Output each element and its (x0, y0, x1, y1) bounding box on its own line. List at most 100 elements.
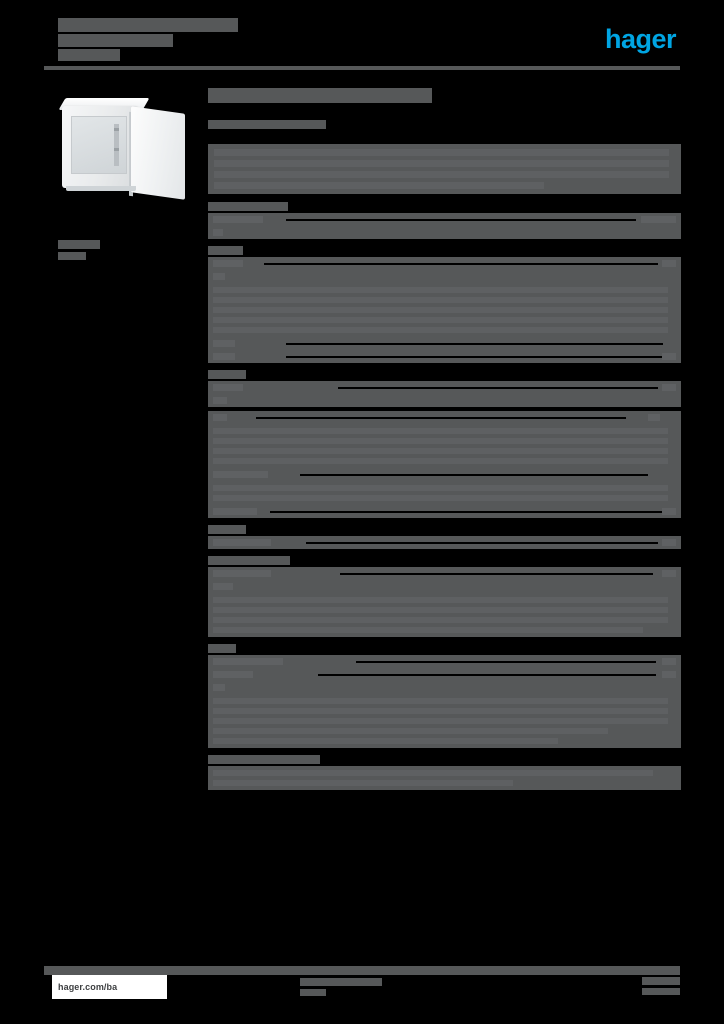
text-line (213, 327, 668, 333)
spec-text-block (208, 481, 681, 505)
text-line (213, 287, 668, 293)
section-header-redaction (208, 755, 320, 764)
header-divider (44, 66, 680, 70)
spec-section-header (208, 246, 681, 255)
row-label (213, 260, 243, 267)
row-leader (256, 417, 626, 419)
row-value (648, 414, 660, 421)
hager-logo: hager (605, 26, 677, 53)
text-line (213, 708, 668, 714)
row-leader (338, 387, 658, 389)
caption-line-1 (58, 240, 100, 249)
footer-url-link[interactable]: hager.com/ba (58, 982, 118, 992)
row-leader (318, 674, 656, 676)
row-leader (286, 343, 663, 345)
specification-table (208, 202, 681, 790)
row-leader (286, 219, 636, 221)
text-line (213, 428, 668, 434)
table-row (208, 468, 681, 481)
spec-section (208, 755, 681, 790)
row-value (641, 216, 676, 223)
table-row (208, 668, 681, 681)
footer-center-line-2 (300, 989, 326, 996)
text-line (213, 627, 643, 633)
product-description (208, 144, 681, 194)
product-subtitle (208, 120, 681, 134)
doc-title-line-3 (58, 49, 120, 61)
row-label (213, 340, 235, 347)
row-value (662, 508, 676, 515)
table-row (208, 505, 681, 518)
table-row (208, 567, 681, 580)
footer-right-text (642, 977, 680, 998)
text-line (213, 607, 668, 613)
product-reference-caption (58, 240, 100, 263)
description-line (214, 149, 669, 156)
spec-row-band (208, 411, 681, 518)
spec-section-header (208, 370, 681, 379)
spec-section (208, 202, 681, 239)
row-label (213, 353, 235, 360)
text-line (213, 770, 653, 776)
row-label (213, 229, 223, 236)
footer-url-box[interactable]: hager.com/ba (52, 975, 167, 999)
row-leader (300, 474, 648, 476)
main-content-column (208, 88, 681, 797)
row-spacer (208, 407, 681, 411)
description-line (214, 182, 544, 189)
spec-section (208, 370, 681, 518)
text-line (213, 485, 668, 491)
row-label (213, 216, 263, 223)
spec-row-band (208, 567, 681, 637)
description-line (214, 160, 669, 167)
row-leader (340, 573, 653, 575)
footer-center-text (300, 978, 382, 999)
text-line (213, 728, 608, 734)
spec-section-header (208, 755, 681, 764)
row-label (213, 583, 233, 590)
section-header-redaction (208, 525, 246, 534)
table-row (208, 536, 681, 549)
product-photo (58, 88, 204, 206)
spec-text-block (208, 424, 681, 468)
row-leader (286, 356, 663, 358)
page-footer: hager.com/ba (0, 966, 724, 1024)
table-row (208, 394, 681, 407)
row-label (213, 684, 225, 691)
table-row (208, 381, 681, 394)
row-value (662, 353, 676, 360)
row-value (662, 384, 676, 391)
text-line (213, 458, 668, 464)
spec-row-band (208, 213, 681, 239)
table-row (208, 655, 681, 668)
product-title-redaction (208, 88, 432, 103)
spec-row-band (208, 381, 681, 407)
spec-text-block (208, 283, 681, 337)
row-label (213, 384, 243, 391)
row-label (213, 471, 268, 478)
text-line (213, 597, 668, 603)
page-header: hager (0, 0, 724, 80)
description-line (214, 171, 669, 178)
spec-text-block (208, 766, 681, 790)
footer-center-line-1 (300, 978, 382, 986)
row-value (662, 570, 676, 577)
row-label (213, 570, 271, 577)
table-row (208, 270, 681, 283)
row-label (213, 508, 257, 515)
row-value (662, 671, 676, 678)
spec-section-header (208, 525, 681, 534)
row-label (213, 539, 271, 546)
table-row (208, 411, 681, 424)
spec-section-header (208, 202, 681, 211)
section-header-redaction (208, 202, 288, 211)
row-label (213, 397, 227, 404)
spec-text-block (208, 593, 681, 637)
spec-row-band (208, 257, 681, 363)
spec-section (208, 246, 681, 363)
row-leader (306, 542, 658, 544)
text-line (213, 317, 668, 323)
row-value (662, 260, 676, 267)
section-header-redaction (208, 556, 290, 565)
product-subtitle-redaction (208, 120, 326, 129)
